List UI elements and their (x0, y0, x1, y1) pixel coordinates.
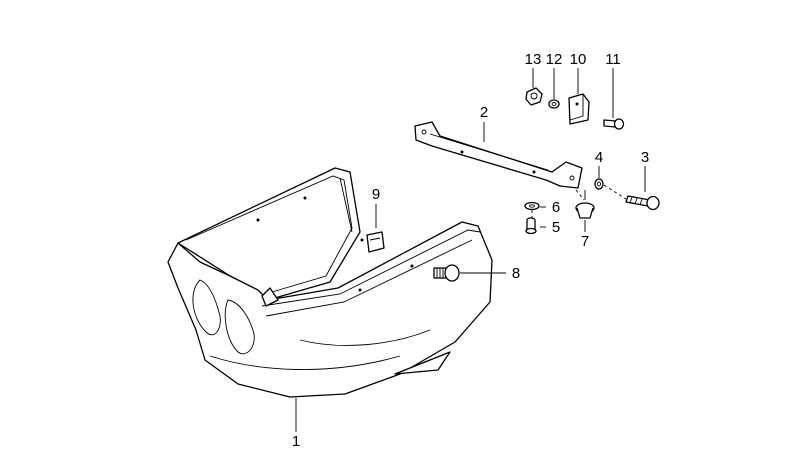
nut-part (525, 87, 543, 106)
fairing-lower-panel (167, 167, 493, 398)
callout-12: 12 (546, 51, 563, 68)
bracket-part (414, 121, 583, 189)
callout-11: 11 (605, 51, 621, 68)
callout-2: 2 (480, 104, 488, 121)
screw-long-part (625, 195, 660, 211)
callout-9: 9 (372, 186, 380, 203)
callout-7: 7 (581, 233, 589, 250)
callout-8: 8 (512, 265, 520, 282)
screw-small-part (525, 217, 537, 235)
washer-top-part (548, 99, 560, 109)
callout-13: 13 (525, 51, 542, 68)
callout-6: 6 (552, 199, 560, 216)
washer-part (524, 201, 540, 211)
callout-3: 3 (641, 149, 649, 166)
washer-small-part (594, 178, 604, 190)
bolt-part (433, 264, 460, 282)
leader-lines (295, 68, 646, 432)
clip-part (366, 231, 385, 253)
callout-5: 5 (552, 219, 560, 236)
callout-4: 4 (595, 149, 603, 166)
holder-part (568, 93, 590, 125)
rivet-part (575, 190, 595, 219)
screw-top-part (603, 118, 625, 130)
callout-labels: 1 2 3 4 5 6 7 8 9 10 11 12 13 (292, 51, 649, 450)
callout-10: 10 (570, 51, 587, 68)
callout-1: 1 (292, 433, 300, 450)
